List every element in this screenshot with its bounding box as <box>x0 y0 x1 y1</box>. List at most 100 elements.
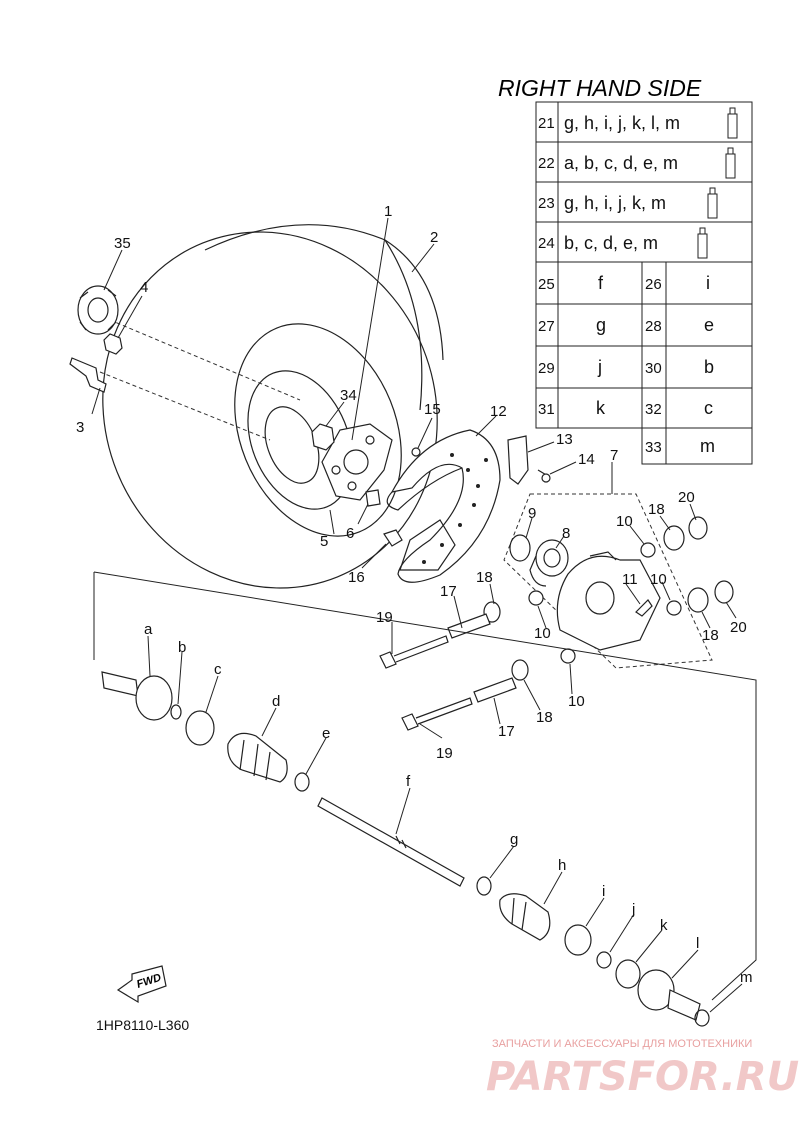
pivot-collar <box>447 613 491 639</box>
callout-3: 3 <box>76 419 84 436</box>
callout-5: 5 <box>320 533 328 550</box>
callout-18: 18 <box>702 627 719 644</box>
kit-26-number: 26 <box>645 276 662 293</box>
pivot-bolt <box>379 635 449 669</box>
brake-disc <box>386 429 501 583</box>
seal-cap <box>688 516 708 540</box>
kit-23-parts: g, h, i, j, k, m <box>564 193 666 213</box>
figure-code: 1HP8110-L360 <box>96 1017 189 1033</box>
callout-i: i <box>602 883 605 900</box>
grease-tube-icon <box>697 227 708 259</box>
small-boot-band <box>294 772 310 792</box>
callout-h: h <box>558 857 566 874</box>
kit-22-number: 22 <box>538 155 555 172</box>
watermark-brand: PARTSFOR.RU <box>486 1054 799 1100</box>
callout-10: 10 <box>534 625 551 642</box>
kit-29-number: 29 <box>538 360 555 377</box>
callout-19: 19 <box>436 745 453 762</box>
fwd-arrow-icon: FWD <box>116 965 167 1004</box>
kit-30-letter: b <box>704 357 714 377</box>
shaft-circlip <box>694 1009 710 1027</box>
callout-11: 11 <box>622 571 638 588</box>
callout-f: f <box>406 773 411 790</box>
kit-25-number: 25 <box>538 276 555 293</box>
kit-23-number: 23 <box>538 195 555 212</box>
callout-17: 17 <box>440 583 457 600</box>
grease-tube-icon <box>725 147 736 179</box>
callout-l: l <box>696 935 699 952</box>
callout-6: 6 <box>346 525 354 542</box>
callout-20: 20 <box>678 489 695 506</box>
inner-cv-joint <box>637 969 701 1021</box>
callout-d: d <box>272 693 280 710</box>
grease-nipple <box>635 599 653 617</box>
seal-cap <box>714 580 734 604</box>
kit-31-number: 31 <box>538 401 555 418</box>
cable-bracket <box>507 435 529 485</box>
kit-33-number: 33 <box>645 439 662 456</box>
knuckle-bushing <box>560 648 576 664</box>
kit-21-parts: g, h, i, j, k, l, m <box>564 113 680 133</box>
boot-band <box>185 710 215 746</box>
wheel-nut <box>103 333 123 355</box>
o-ring <box>615 959 641 989</box>
callout-15: 15 <box>424 401 441 418</box>
cv-boot <box>227 732 288 783</box>
kit-32-letter: c <box>704 398 713 418</box>
watermark-tagline: ЗАПЧАСТИ И АКСЕССУАРЫ ДЛЯ МОТОТЕХНИКИ <box>492 1038 752 1050</box>
kit-21-number: 21 <box>538 115 555 132</box>
dust-seal <box>687 587 709 613</box>
diagram-title: RIGHT HAND SIDE <box>498 75 702 101</box>
shaft-circlip <box>170 704 182 720</box>
shaft-assembly-bracket <box>93 571 757 1001</box>
pivot-collar <box>473 677 517 703</box>
knuckle-bushing <box>640 542 656 558</box>
callout-j: j <box>631 901 635 918</box>
leader-lines <box>91 217 743 1013</box>
kit-29-letter: j <box>597 357 602 377</box>
wheel-hub <box>321 423 393 501</box>
callout-7: 7 <box>610 447 618 464</box>
callout-8: 8 <box>562 525 570 542</box>
callout-4: 4 <box>140 279 148 296</box>
knuckle-bushing <box>528 590 544 606</box>
callout-2: 2 <box>430 229 438 246</box>
callout-10: 10 <box>568 693 585 710</box>
dust-seal <box>511 659 529 681</box>
kit-22-parts: a, b, c, d, e, m <box>564 153 678 173</box>
callout-k: k <box>660 917 668 934</box>
hub-nut-cover <box>77 285 119 335</box>
kit-24-number: 24 <box>538 235 555 252</box>
guard-bolt <box>383 529 403 547</box>
kit-27-number: 27 <box>538 318 555 335</box>
dust-seal <box>483 601 501 623</box>
hub-bearing <box>529 539 569 587</box>
callout-13: 13 <box>556 431 573 448</box>
kit-28-letter: e <box>704 315 714 335</box>
callout-a: a <box>144 621 153 638</box>
callout-b: b <box>178 639 186 656</box>
small-boot-band <box>476 876 492 896</box>
disc-guard <box>399 519 456 571</box>
kit-30-number: 30 <box>645 360 662 377</box>
kit-25-letter: f <box>598 273 604 293</box>
callout-18: 18 <box>648 501 665 518</box>
callout-m: m <box>740 969 753 986</box>
kit-26-letter: i <box>706 273 710 293</box>
callout-19: 19 <box>376 609 393 626</box>
callout-20: 20 <box>730 619 747 636</box>
callout-34: 34 <box>340 387 357 404</box>
cv-boot <box>499 893 551 941</box>
wheel-stud <box>69 357 107 393</box>
dust-seal <box>663 525 685 551</box>
callout-17: 17 <box>498 723 515 740</box>
pivot-bolt <box>401 697 473 731</box>
kit-33-letter: m <box>700 436 715 456</box>
callout-18: 18 <box>536 709 553 726</box>
kit-32-number: 32 <box>645 401 662 418</box>
grease-tube-icon <box>727 107 738 139</box>
callout-16: 16 <box>348 569 365 586</box>
callout-10: 10 <box>616 513 633 530</box>
outer-cv-joint <box>101 671 173 721</box>
